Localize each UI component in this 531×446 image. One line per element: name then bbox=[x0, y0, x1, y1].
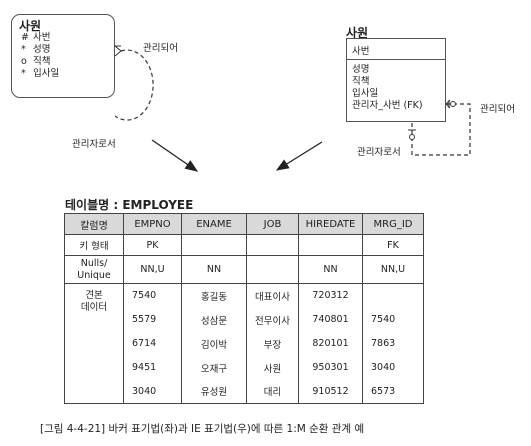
table-cell: 9451 bbox=[123, 355, 182, 380]
table-cell: 홍길동 bbox=[181, 283, 247, 308]
figure-caption: [그림 4-4-21] 바커 표기법(좌)과 IE 표기법(우)에 따른 1:M… bbox=[40, 423, 365, 435]
ie-attribute: 성명 bbox=[352, 64, 370, 75]
table-row: 키 형태 PK FK bbox=[64, 234, 424, 256]
table-row: Nulls/Unique NN,U NN NN NN,U bbox=[64, 255, 424, 284]
right-arrow bbox=[275, 141, 323, 171]
table-row: 5579 성삼문 전무이사 740801 7540 bbox=[65, 307, 424, 332]
table-cell: 유성원 bbox=[181, 379, 247, 404]
ie-optional-circle-bottom bbox=[409, 134, 415, 140]
table-cell: 7540 bbox=[362, 307, 424, 332]
attribute-name: 사번 bbox=[33, 32, 51, 43]
row-label: 키 형태 bbox=[64, 234, 124, 256]
table-row: 6714 김이박 부장 820101 7863 bbox=[65, 331, 424, 356]
table-cell: 740801 bbox=[298, 307, 363, 332]
left-arrow bbox=[151, 139, 199, 172]
ie-optional-circle bbox=[450, 101, 456, 107]
ie-relation-label-right: 관리되어 bbox=[480, 104, 515, 115]
table-cell: 6714 bbox=[123, 331, 182, 356]
table-header-row: 칼럼명 EMPNO ENAME JOB HIREDATE MRG_ID bbox=[64, 213, 424, 235]
table-cell: 부장 bbox=[246, 331, 299, 356]
table-cell: NN bbox=[181, 255, 247, 284]
barker-crows-foot bbox=[114, 50, 122, 57]
table-cell: 오재구 bbox=[181, 355, 247, 380]
ie-primary-key: 사번 bbox=[352, 46, 370, 57]
row-label-line: 데이터 bbox=[80, 302, 108, 313]
attribute-name: 성명 bbox=[33, 44, 51, 55]
table-cell: 6573 bbox=[362, 379, 424, 404]
barker-relation-label-bottom: 관리자로서 bbox=[72, 139, 116, 150]
table-cell: 성삼문 bbox=[181, 307, 247, 332]
ie-attribute: 입사일 bbox=[352, 88, 379, 99]
barker-crows-foot bbox=[114, 45, 122, 52]
table-row: 3040 유성원 대리 910512 6573 bbox=[65, 379, 424, 404]
table-cell: 3040 bbox=[362, 355, 424, 380]
row-label-line: Unique bbox=[77, 269, 111, 281]
table-cell: 7540 bbox=[123, 283, 182, 308]
table-cell bbox=[181, 234, 247, 256]
ie-entity-name: 사원 bbox=[346, 26, 369, 40]
ie-entity-box: 사번 성명 직책 입사일 관리자_사번 (FK) bbox=[346, 38, 446, 122]
table-cell bbox=[298, 234, 363, 256]
column-header: EMPNO bbox=[123, 213, 182, 235]
table-cell: NN bbox=[298, 255, 363, 284]
table-cell: 대리 bbox=[246, 379, 299, 404]
column-header: ENAME bbox=[181, 213, 247, 235]
barker-attribute: o 직책 bbox=[21, 56, 50, 68]
barker-entity-name: 사원 bbox=[19, 19, 42, 33]
column-header: 칼럼명 bbox=[64, 213, 124, 235]
table-cell: 김이박 bbox=[181, 331, 247, 356]
table-cell: 720312 bbox=[298, 283, 363, 308]
column-header: JOB bbox=[246, 213, 299, 235]
table-cell bbox=[246, 255, 299, 284]
attribute-mark: * bbox=[21, 68, 26, 79]
column-header: MRG_ID bbox=[362, 213, 424, 235]
table-cell: 3040 bbox=[123, 379, 182, 404]
table-cell: NN,U bbox=[362, 255, 424, 284]
barker-attribute: # 사번 bbox=[21, 32, 50, 44]
row-label: Nulls/Unique bbox=[64, 255, 124, 284]
table-title: 테이블명 : EMPLOYEE bbox=[65, 198, 194, 212]
attribute-mark: o bbox=[21, 56, 27, 67]
barker-relation-label-top: 관리되어 bbox=[143, 43, 178, 54]
table-cell: 950301 bbox=[298, 355, 363, 380]
ie-relation-label-bottom: 관리자로서 bbox=[357, 147, 401, 158]
employee-table: 칼럼명 EMPNO ENAME JOB HIREDATE MRG_ID 키 형태… bbox=[64, 213, 424, 404]
barker-attribute: * 입사일 bbox=[21, 68, 59, 80]
attribute-name: 입사일 bbox=[33, 68, 60, 79]
table-cell: 사원 bbox=[246, 355, 299, 380]
barker-dashed-arc bbox=[114, 49, 154, 121]
table-row: 9451 오재구 사원 950301 3040 bbox=[65, 355, 424, 380]
table-cell: 전무이사 bbox=[246, 307, 299, 332]
table-cell: 820101 bbox=[298, 331, 363, 356]
table-cell: 7863 bbox=[362, 331, 424, 356]
attribute-mark: * bbox=[21, 44, 26, 55]
table-cell: 5579 bbox=[123, 307, 182, 332]
table-cell: PK bbox=[123, 234, 182, 256]
barker-entity-box: 사원 # 사번 * 성명 o 직책 * 입사일 bbox=[11, 14, 115, 98]
table-cell bbox=[246, 234, 299, 256]
column-header: HIREDATE bbox=[298, 213, 363, 235]
barker-attribute: * 성명 bbox=[21, 44, 50, 56]
ie-attribute: 관리자_사번 (FK) bbox=[352, 100, 423, 111]
row-label-line: Nulls/ bbox=[80, 257, 108, 269]
table-cell: 대표이사 bbox=[246, 283, 299, 308]
table-cell bbox=[362, 283, 424, 308]
ie-attribute: 직책 bbox=[352, 76, 370, 87]
ie-primary-key-section: 사번 bbox=[347, 39, 445, 60]
ie-dashed-loop bbox=[411, 103, 471, 156]
attribute-name: 직책 bbox=[33, 56, 51, 67]
table-cell: FK bbox=[362, 234, 424, 256]
row-label-line: 견본 bbox=[85, 290, 103, 301]
table-cell: NN,U bbox=[123, 255, 182, 284]
table-cell: 910512 bbox=[298, 379, 363, 404]
attribute-mark: # bbox=[21, 32, 29, 43]
